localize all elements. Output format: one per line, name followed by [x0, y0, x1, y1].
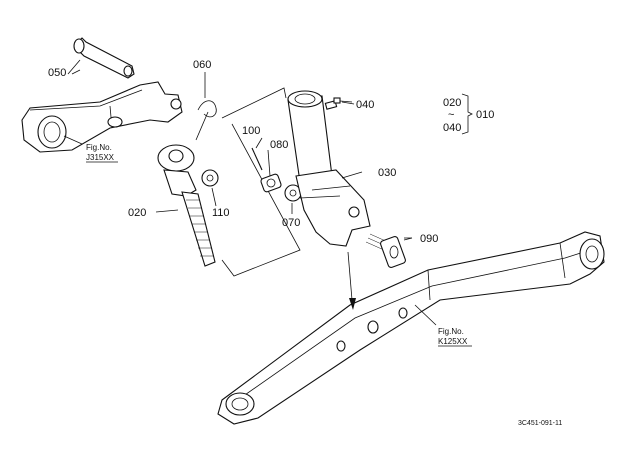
pin-050 [67, 37, 135, 79]
callout-080: 080 [270, 139, 288, 151]
fig-ref-k125-line1: Fig.No. [438, 327, 464, 336]
connection-arrow [347, 251, 356, 310]
handle-090 [365, 233, 413, 268]
callout-100: 100 [242, 125, 260, 137]
callout-010: 010 [476, 109, 494, 121]
callout-060: 060 [193, 59, 211, 71]
group-brace [461, 93, 473, 135]
callout-070: 070 [282, 217, 300, 229]
fig-ref-j315-line2: J315XX [86, 153, 115, 162]
nut-080 [260, 173, 282, 193]
fig-ref-k125-line2: K125XX [438, 337, 468, 346]
callout-050: 050 [48, 67, 66, 79]
drawing-code: 3C451-091-11 [518, 420, 562, 427]
pin-100 [251, 147, 263, 171]
callout-030: 030 [378, 167, 396, 179]
leader-lines [63, 69, 437, 326]
callout-040: 040 [356, 99, 374, 111]
group-tilde: ~ [448, 109, 454, 121]
fig-ref-j315-line1: Fig.No. [86, 143, 112, 152]
callout-020-group: 020 [443, 97, 461, 109]
lift-rod-030 [287, 90, 371, 247]
turnbuckle-020 [157, 144, 216, 267]
callout-040-group: 040 [443, 122, 461, 134]
callout-020: 020 [128, 207, 146, 219]
lower-link-arm [217, 231, 605, 425]
callout-090: 090 [420, 233, 438, 245]
callout-110: 110 [212, 207, 230, 219]
lift-arm [21, 81, 183, 153]
linch-pin-060 [195, 72, 217, 141]
washer-110 [201, 169, 219, 187]
grease-nipple-040 [324, 97, 353, 110]
